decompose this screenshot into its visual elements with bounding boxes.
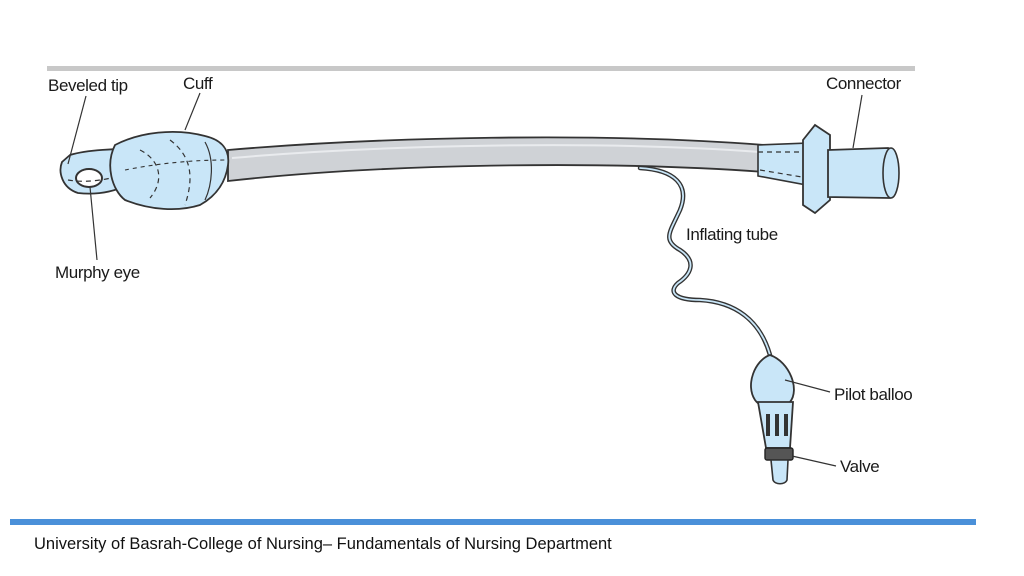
leader-cuff	[184, 92, 201, 131]
connector-flange	[802, 123, 831, 215]
cuff-fold-4	[124, 159, 226, 171]
leader-beveled-tip	[67, 95, 87, 165]
leader-valve	[791, 455, 837, 467]
leader-murphy-eye	[89, 186, 98, 261]
connector-insert-dash	[758, 151, 809, 179]
cuff-shape	[109, 131, 230, 210]
cuff-fold-2	[169, 139, 191, 206]
label-murphy-eye: Murphy eye	[55, 263, 140, 282]
top-rule	[47, 66, 915, 71]
label-connector: Connector	[826, 74, 902, 93]
leader-connector	[852, 94, 863, 149]
label-inflating-tube: Inflating tube	[686, 225, 778, 244]
valve-slot-3	[784, 414, 788, 436]
label-cuff: Cuff	[183, 74, 213, 93]
valve-slot-1	[766, 414, 770, 436]
inflating-tube-inner	[639, 167, 771, 356]
label-valve: Valve	[840, 457, 879, 476]
tube-body	[227, 136, 766, 183]
footer-rule	[10, 519, 976, 525]
tube-highlight	[231, 144, 761, 159]
label-beveled-tip: Beveled tip	[48, 76, 128, 95]
cuff-fold-1	[139, 149, 160, 199]
cuff-fold-3	[204, 141, 212, 201]
valve-slot-2	[775, 414, 779, 436]
connector-end	[882, 147, 900, 199]
pilot-balloon-shape	[750, 354, 795, 409]
valve-ring	[764, 447, 794, 461]
label-pilot-balloon: Pilot balloo	[834, 385, 912, 404]
murphy-eye-hole	[75, 168, 103, 188]
footer-text: University of Basrah-College of Nursing–…	[34, 535, 612, 553]
leader-pilot-balloon	[784, 379, 831, 393]
inflating-tube	[637, 165, 773, 358]
valve-stem	[770, 459, 789, 485]
